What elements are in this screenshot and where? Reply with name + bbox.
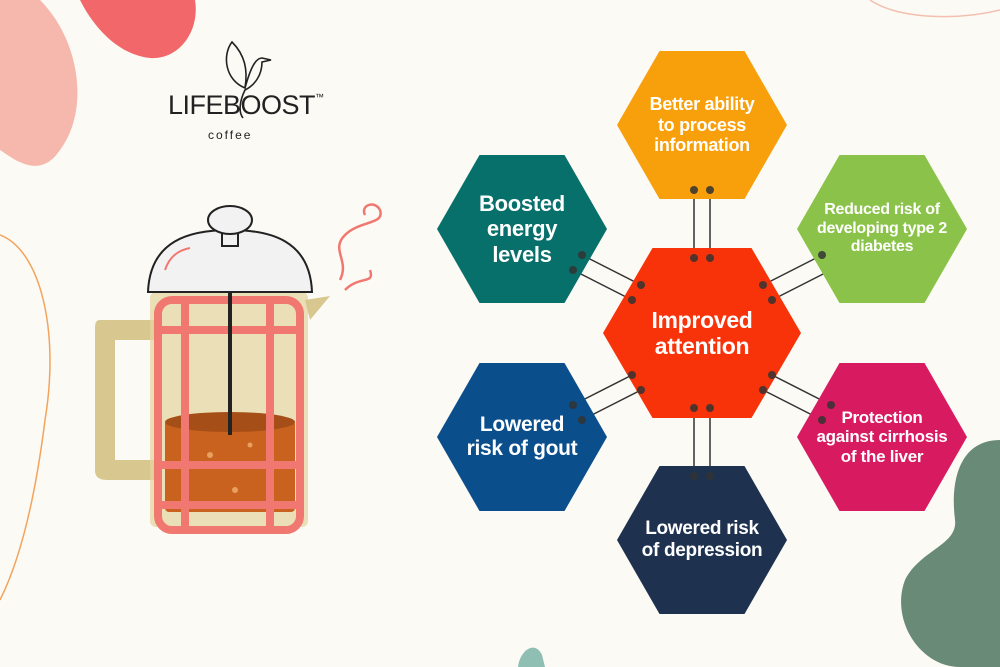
hexagon-text-line: developing type 2 [816, 219, 948, 237]
hexagon-text-line: Reduced risk of [824, 201, 940, 219]
hexagon-text-line: Better ability [649, 93, 755, 114]
hexagon-text-line: against cirrhosis [816, 427, 948, 447]
hexagon-text-line: information [654, 135, 750, 156]
top-right-curve [869, 0, 1000, 18]
hexagon-text-line: of depression [641, 540, 763, 561]
hexagon-text-line: of the liver [840, 446, 924, 466]
hexagon-text-line: energy [486, 216, 558, 242]
french-press-illustration [95, 203, 382, 534]
hexagon-text-line: levels [492, 241, 552, 267]
brand-logo: LIFEBOOST™ [168, 90, 324, 121]
hexagon-text-line: diabetes [850, 238, 914, 256]
hexagon-text-line: Protection [841, 407, 923, 427]
hexagon-text-line: attention [654, 333, 750, 359]
pink-blob [0, 0, 78, 166]
hexagon-text-line: risk of gout [466, 437, 578, 460]
hexagon-text-line: to process [657, 114, 747, 135]
brand-trademark: ™ [315, 92, 324, 102]
orange-curve [0, 234, 51, 601]
hexagon-text-line: Improved [651, 306, 753, 333]
brand-name: LIFEBOOST [168, 90, 316, 120]
hexagon-text-line: Lowered [479, 412, 565, 436]
teal-blob [518, 647, 545, 667]
brand-subtitle: coffee [208, 128, 253, 142]
hexagon-text-line: Boosted [479, 191, 565, 217]
green-blob [901, 440, 1000, 667]
hexagon-text-line: Lowered risk [645, 518, 759, 540]
coral-blob [80, 0, 196, 59]
logo-bird-icon [225, 40, 272, 119]
